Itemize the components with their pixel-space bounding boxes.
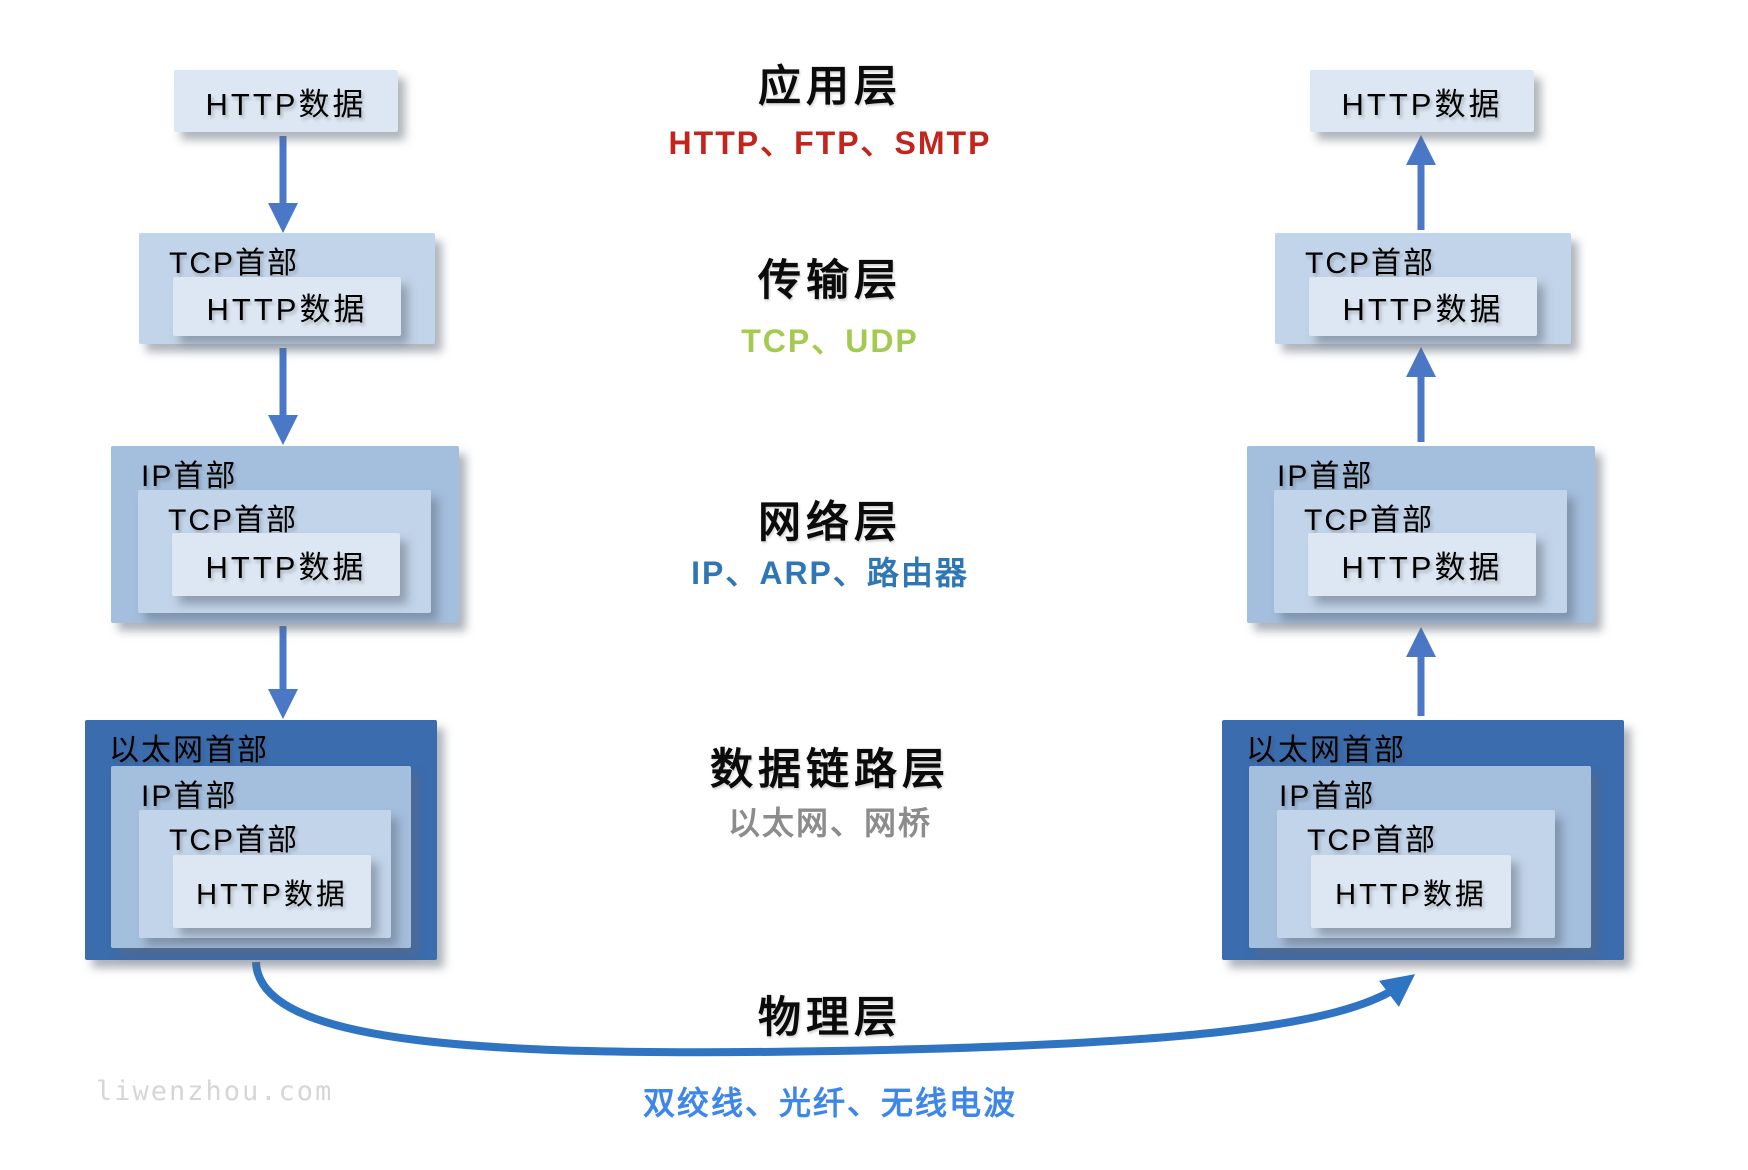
right-app-http-data-box: HTTP数据 (1310, 70, 1534, 132)
right-network-tcp-box: TCP首部 HTTP数据 (1274, 490, 1567, 613)
http-data-label: HTTP数据 (205, 550, 367, 585)
layer-protocols-datalink: 以太网、网桥 (727, 805, 933, 841)
layer-title-network: 网络层 (758, 499, 902, 547)
layer-protocols-physical: 双绞线、光纤、无线电波 (642, 1085, 1018, 1121)
layer-protocols-application: HTTP、FTP、SMTP (668, 125, 992, 161)
http-data-label: HTTP数据 (1335, 878, 1487, 911)
tcp-header-label: TCP首部 (1304, 504, 1434, 537)
left-network-http-data-box: HTTP数据 (172, 533, 400, 596)
ip-header-label: IP首部 (1279, 780, 1376, 813)
tcp-header-label: TCP首部 (169, 247, 299, 280)
right-network-http-data-box: HTTP数据 (1308, 533, 1536, 596)
layer-title-application: 应用层 (758, 63, 902, 111)
right-datalink-tcp-box: TCP首部 HTTP数据 (1277, 810, 1555, 938)
ethernet-header-label: 以太网首部 (1246, 734, 1406, 767)
left-datalink-ip-box: IP首部 TCP首部 HTTP数据 (111, 766, 411, 948)
left-transport-http-data-box: HTTP数据 (173, 277, 401, 336)
http-data-label: HTTP数据 (1342, 292, 1504, 327)
right-datalink-ethernet-box: 以太网首部 IP首部 TCP首部 HTTP数据 (1222, 720, 1624, 960)
layer-title-transport: 传输层 (758, 257, 902, 305)
right-transport-http-data-box: HTTP数据 (1309, 277, 1537, 336)
http-data-label: HTTP数据 (1341, 550, 1503, 585)
layer-protocols-network: IP、ARP、路由器 (691, 555, 969, 591)
ip-header-label: IP首部 (141, 460, 238, 493)
left-datalink-http-data-box: HTTP数据 (173, 855, 371, 928)
left-app-http-data-box: HTTP数据 (174, 70, 398, 132)
tcp-header-label: TCP首部 (168, 504, 298, 537)
watermark: liwenzhou.com (96, 1076, 334, 1107)
right-datalink-ip-box: IP首部 TCP首部 HTTP数据 (1249, 766, 1591, 948)
physical-transmission-curve-arrow (252, 961, 1416, 1057)
http-data-label: HTTP数据 (196, 878, 348, 911)
http-data-label: HTTP数据 (205, 86, 367, 122)
layer-protocols-transport: TCP、UDP (741, 323, 919, 359)
right-transport-tcp-box: TCP首部 HTTP数据 (1275, 233, 1571, 344)
http-data-label: HTTP数据 (1341, 86, 1503, 122)
ip-header-label: IP首部 (141, 780, 238, 813)
tcp-header-label: TCP首部 (1305, 247, 1435, 280)
tcp-header-label: TCP首部 (1307, 824, 1437, 857)
http-data-label: HTTP数据 (206, 292, 368, 327)
layer-title-datalink: 数据链路层 (710, 746, 950, 794)
left-network-tcp-box: TCP首部 HTTP数据 (138, 490, 431, 613)
layer-title-physical: 物理层 (758, 994, 902, 1042)
left-datalink-ethernet-box: 以太网首部 IP首部 TCP首部 HTTP数据 (85, 720, 437, 960)
right-network-ip-box: IP首部 TCP首部 HTTP数据 (1247, 446, 1595, 623)
ip-header-label: IP首部 (1277, 460, 1374, 493)
left-transport-tcp-box: TCP首部 HTTP数据 (139, 233, 435, 344)
ethernet-header-label: 以太网首部 (109, 734, 269, 767)
left-network-ip-box: IP首部 TCP首部 HTTP数据 (111, 446, 459, 623)
tcp-header-label: TCP首部 (169, 824, 299, 857)
left-datalink-tcp-box: TCP首部 HTTP数据 (139, 810, 391, 938)
right-datalink-http-data-box: HTTP数据 (1311, 855, 1511, 928)
